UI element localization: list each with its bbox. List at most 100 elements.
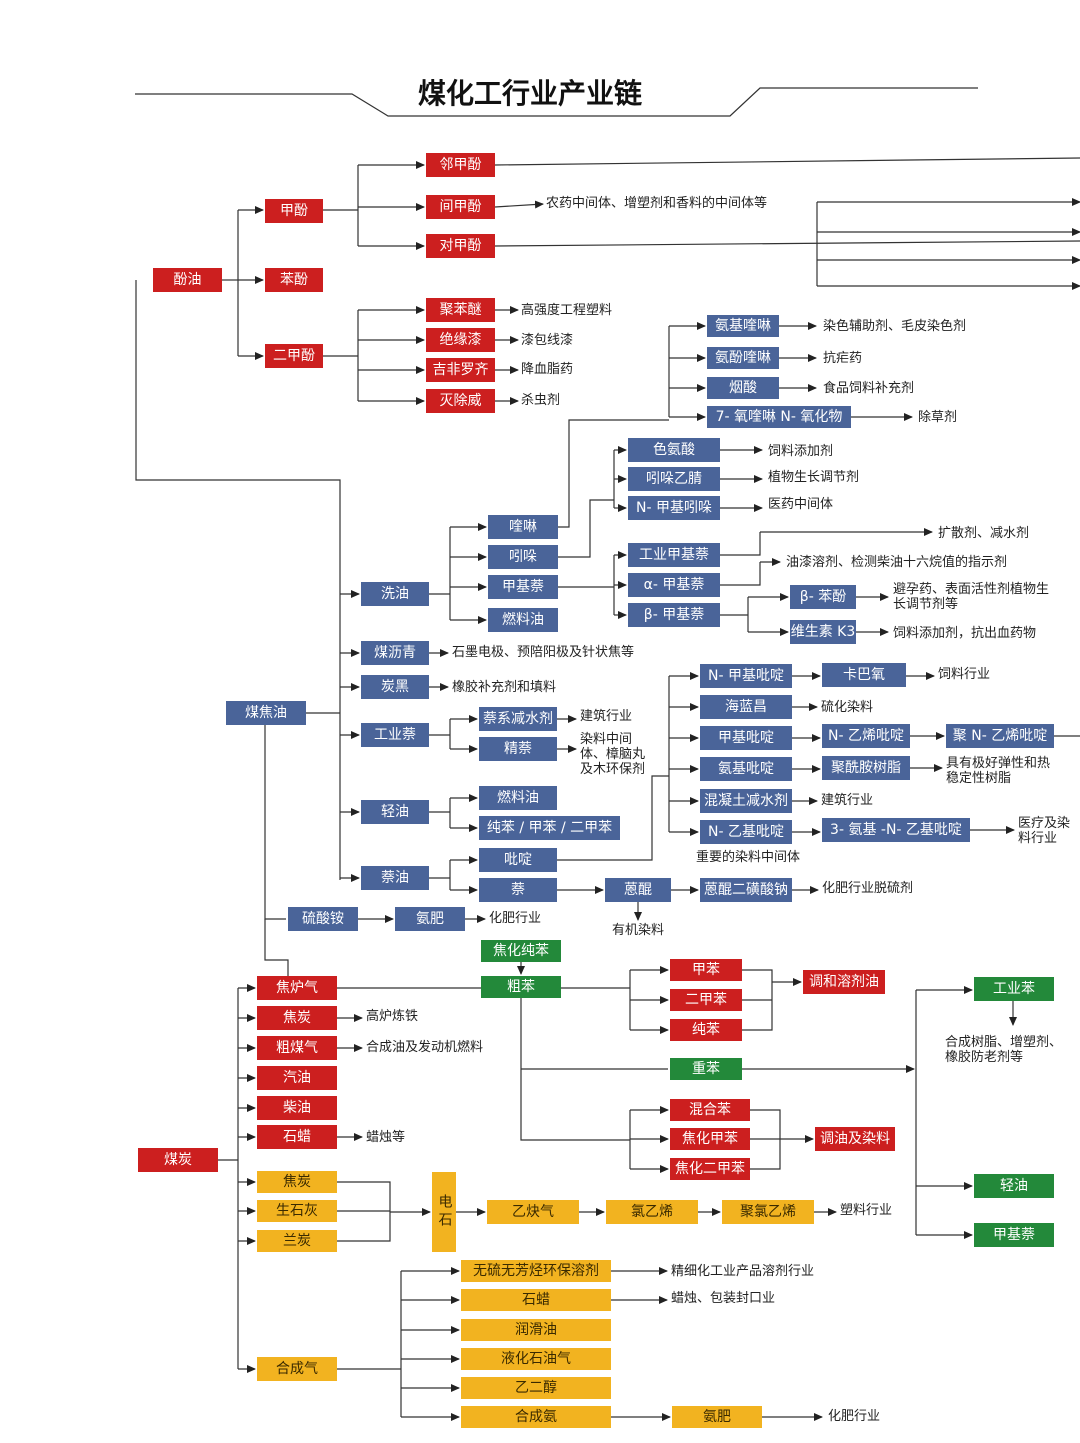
node-cuben: 粗苯 (481, 976, 561, 998)
node-njibiding: N- 甲基吡啶 (700, 664, 792, 688)
label-naixi-use: 建筑行业 (580, 709, 633, 724)
label-nkuierhuang-use: 化肥行业脱硫剂 (822, 881, 914, 896)
node-qingyou2: 轻油 (974, 1174, 1054, 1198)
node-gongyejijinai: 工业甲基萘 (628, 543, 720, 567)
node-nyijibiding: N- 乙基吡啶 (700, 820, 792, 844)
node-anfenzuolin: 氨酚喹啉 (707, 347, 779, 369)
label-julvyixi-use: 塑料行业 (840, 1203, 893, 1218)
label-seansuan-use: 饲料添加剂 (768, 444, 834, 459)
label-jianjiafen-use: 农药中间体、增塑剂和香料的中间体等 (546, 196, 768, 211)
node-jiaotan2: 焦炭 (257, 1171, 337, 1193)
node-hailanchang: 海蓝昌 (700, 695, 792, 719)
connector-29 (558, 419, 669, 528)
label-betanaifen-use: 避孕药、表面活性剂植物生长调节剂等 (893, 582, 1050, 612)
node-jijinai: 甲基萘 (488, 575, 558, 599)
node-jubenmi: 聚苯醚 (426, 298, 495, 322)
node-liusuanan: 硫酸铵 (288, 907, 358, 931)
node-yiqueqi: 乙炔气 (487, 1200, 579, 1224)
node-juxianan: 聚酰胺树脂 (822, 756, 910, 780)
connector-118 (264, 919, 289, 976)
node-shenghui: 生石灰 (257, 1200, 337, 1222)
label-jueyuanqi-use: 漆包线漆 (521, 333, 574, 348)
node-gongyeben: 工业苯 (974, 977, 1054, 1001)
label-youji: 有机染料 (612, 923, 665, 938)
node-gongyenai: 工业萘 (361, 723, 429, 747)
connector-145 (520, 998, 630, 1141)
node-njiyinduo: N- 甲基吲哚 (628, 496, 720, 520)
node-jiaohuachunben: 焦化纯苯 (481, 940, 561, 962)
connector-115 (264, 712, 306, 920)
node-nai: 萘 (479, 878, 557, 902)
node-meitan: 煤炭 (138, 1148, 218, 1172)
node-chunben: 纯苯 / 甲苯 / 二甲苯 (479, 816, 620, 840)
label-kuosan: 扩散剂、减水剂 (938, 526, 1030, 541)
node-jingnai: 精萘 (479, 737, 557, 761)
node-anfei: 氨肥 (395, 907, 465, 931)
node-benfen: 苯酚 (265, 268, 323, 292)
node-betanaifen: β- 苯酚 (790, 585, 856, 609)
node-zuolin: 喹啉 (488, 515, 558, 539)
node-runhuayou: 润滑油 (461, 1319, 611, 1341)
node-julvyixi: 聚氯乙烯 (722, 1200, 814, 1224)
node-fenyou: 酚油 (153, 268, 222, 292)
connector-52 (720, 532, 761, 556)
node-jibiding: 甲基吡啶 (700, 726, 792, 750)
label-wuliu-use: 精细化工业产品溶剂行业 (671, 1264, 815, 1279)
node-yierchun: 乙二醇 (461, 1377, 611, 1399)
label-cumeiqi-use: 合成油及发动机燃料 (366, 1040, 484, 1055)
node-erjiaben: 二甲苯 (670, 989, 742, 1011)
label-anfenzuolin-use: 抗疟药 (823, 351, 863, 366)
node-yangzuolin: 7- 氧喹啉 N- 氧化物 (707, 406, 851, 428)
connector-39 (558, 499, 614, 558)
label-jiaotan-use: 高炉炼铁 (366, 1009, 419, 1024)
node-jueyuanqi: 绝缘漆 (426, 328, 495, 352)
node-kaba: 卡巴氧 (822, 663, 906, 687)
node-hechengqi: 合成气 (257, 1357, 337, 1381)
label-anfei2-use: 化肥行业 (828, 1409, 881, 1424)
node-seansuan: 色氨酸 (628, 438, 720, 462)
node-naiyou: 萘油 (361, 866, 429, 890)
node-jiaotan: 焦炭 (257, 1006, 337, 1030)
label-miechu-use: 杀虫剂 (521, 393, 561, 408)
label-jubenmi-use: 高强度工程塑料 (521, 303, 613, 318)
node-chaiyou: 柴油 (257, 1096, 337, 1120)
node-nkui: 蒽醌 (605, 878, 671, 902)
label-yangzuolin-use: 除草剂 (918, 410, 958, 425)
node-weishengsu: 维生素 K3 (790, 620, 856, 644)
connector-96 (557, 775, 669, 861)
node-hunningtu: 混凝土减水剂 (700, 789, 792, 813)
label-sananji-use: 医疗及染料行业 (1018, 816, 1071, 846)
label-junyixi-use: 具有极好弹性和热稳定性树脂 (946, 756, 1051, 786)
node-naixijianshui: 萘系减水剂 (479, 707, 557, 731)
connector-54 (720, 562, 761, 586)
node-shila2: 石蜡 (461, 1289, 611, 1311)
label-yansuan-use: 食品饲料补充剂 (823, 381, 915, 396)
label-shila-use: 蜡烛等 (366, 1130, 406, 1145)
node-wuliu: 无硫无芳烃环保溶剂 (461, 1260, 611, 1282)
node-jiaben: 甲苯 (670, 959, 742, 981)
label-anjizuolin-use: 染色辅助剂、毛皮染色剂 (823, 319, 967, 334)
node-jijinai2: 甲基萘 (974, 1223, 1054, 1247)
label-jifei-use: 降血脂药 (521, 362, 574, 377)
node-meiliqing: 煤沥青 (361, 641, 429, 665)
node-yinduo: 吲哚 (488, 545, 558, 569)
node-qiyou: 汽油 (257, 1066, 337, 1090)
node-anjizuolin: 氨基喹啉 (707, 315, 779, 337)
node-yansuan: 烟酸 (707, 377, 779, 399)
node-dianshi: 电石 (432, 1172, 456, 1252)
node-tiaohe: 调和溶剂油 (803, 970, 885, 994)
node-biding: 吡啶 (479, 848, 557, 872)
node-jiaohuaerjiaben: 焦化二甲苯 (670, 1158, 750, 1180)
connector-0 (135, 87, 978, 117)
node-chunben2: 纯苯 (670, 1019, 742, 1041)
label-hailan-use: 硫化染料 (821, 700, 874, 715)
connector-11 (494, 157, 1080, 166)
label-hunningtu-use: 建筑行业 (821, 793, 874, 808)
node-cumeiqi: 粗煤气 (257, 1036, 337, 1060)
node-jifeiluoqi: 吉非罗齐 (426, 358, 495, 382)
node-jiafen: 甲酚 (265, 199, 323, 223)
label-ranliao-mid: 重要的染料中间体 (696, 850, 801, 865)
connector-68 (135, 280, 341, 880)
